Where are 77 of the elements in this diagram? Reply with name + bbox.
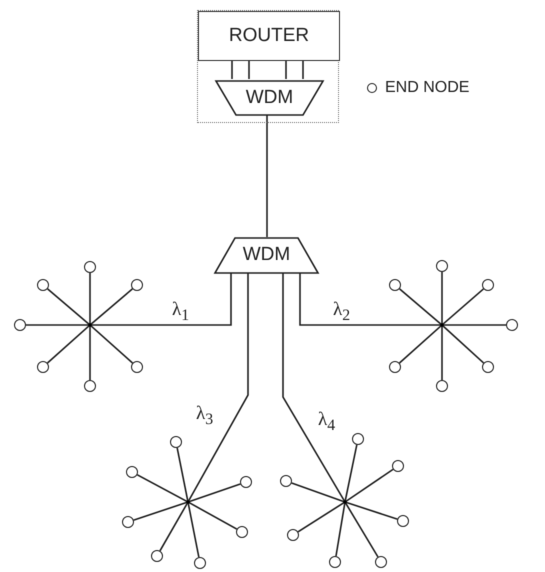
connector-line xyxy=(399,288,441,324)
end-node-circle xyxy=(236,526,248,538)
connector-line xyxy=(231,60,233,79)
connector-line xyxy=(188,273,249,501)
node-label: WDM xyxy=(246,86,294,108)
connector-line xyxy=(89,327,91,380)
connector-line xyxy=(188,504,200,558)
end-node-circle xyxy=(151,550,163,562)
end-node-circle xyxy=(392,460,404,472)
wdm-trapezoid xyxy=(215,237,318,273)
connector-line xyxy=(442,326,484,364)
connector-line xyxy=(344,444,358,500)
router-box xyxy=(198,11,340,61)
connector-line xyxy=(335,504,346,556)
connector-line xyxy=(92,273,232,326)
connector-line xyxy=(346,502,398,520)
connector-line xyxy=(285,60,287,79)
connector-line xyxy=(299,273,440,326)
end-node-circle xyxy=(170,436,182,448)
connector-line xyxy=(282,273,345,501)
connector-line xyxy=(91,288,133,324)
node-label: ROUTER xyxy=(228,25,310,47)
connector-line xyxy=(248,60,250,79)
connector-line xyxy=(345,503,379,558)
connector-line xyxy=(46,326,90,364)
star-hub-point xyxy=(88,323,92,327)
connector-line xyxy=(298,502,344,532)
end-node-circle xyxy=(131,279,143,291)
end-node-circle xyxy=(131,361,143,373)
connector-line xyxy=(291,482,344,502)
end-node-circle xyxy=(389,361,401,373)
end-node-circle xyxy=(375,556,387,568)
connector-line xyxy=(189,502,238,530)
legend-label: END NODE xyxy=(385,79,470,97)
end-node-circle xyxy=(436,380,448,392)
end-node-circle xyxy=(122,516,134,528)
end-node-circle xyxy=(84,261,96,273)
connector-line xyxy=(346,468,394,502)
connector-line xyxy=(302,60,304,79)
end-node-circle xyxy=(482,361,494,373)
end-node-circle xyxy=(240,476,252,488)
end-node-circle xyxy=(389,279,401,291)
connector-line xyxy=(442,288,484,324)
connector-line xyxy=(444,324,506,326)
connector-line xyxy=(133,502,186,521)
connector-line xyxy=(398,326,442,364)
wdm-trapezoid xyxy=(216,80,323,115)
star-hub-point xyxy=(343,500,347,504)
end-node-circle xyxy=(506,319,518,331)
connector-line xyxy=(190,483,241,502)
dotted-group-box xyxy=(197,10,339,123)
connector-line xyxy=(26,324,88,326)
connector-line xyxy=(89,273,91,323)
connector-line xyxy=(441,272,443,323)
end-node-circle xyxy=(352,433,364,445)
connector-line xyxy=(47,288,89,324)
end-node-circle xyxy=(84,380,96,392)
connector-line xyxy=(159,503,188,552)
end-node-circle xyxy=(329,556,341,568)
end-node-circle xyxy=(126,466,138,478)
end-node-circle xyxy=(436,260,448,272)
connector-line xyxy=(136,474,187,502)
end-node-circle xyxy=(194,557,206,569)
connector-line xyxy=(266,114,268,237)
connector-line xyxy=(441,327,443,380)
star-hub-point xyxy=(440,323,444,327)
node-label: WDM xyxy=(242,244,290,266)
end-node-circle xyxy=(482,279,494,291)
connector-line xyxy=(90,326,134,364)
end-node-circle xyxy=(397,515,409,527)
star-hub-point xyxy=(186,500,190,504)
end-node-circle xyxy=(287,529,299,541)
end-node-circle xyxy=(14,319,26,331)
end-node-circle xyxy=(37,279,49,291)
end-node-circle xyxy=(37,361,49,373)
end-node-circle xyxy=(280,475,292,487)
connector-line xyxy=(176,448,188,500)
